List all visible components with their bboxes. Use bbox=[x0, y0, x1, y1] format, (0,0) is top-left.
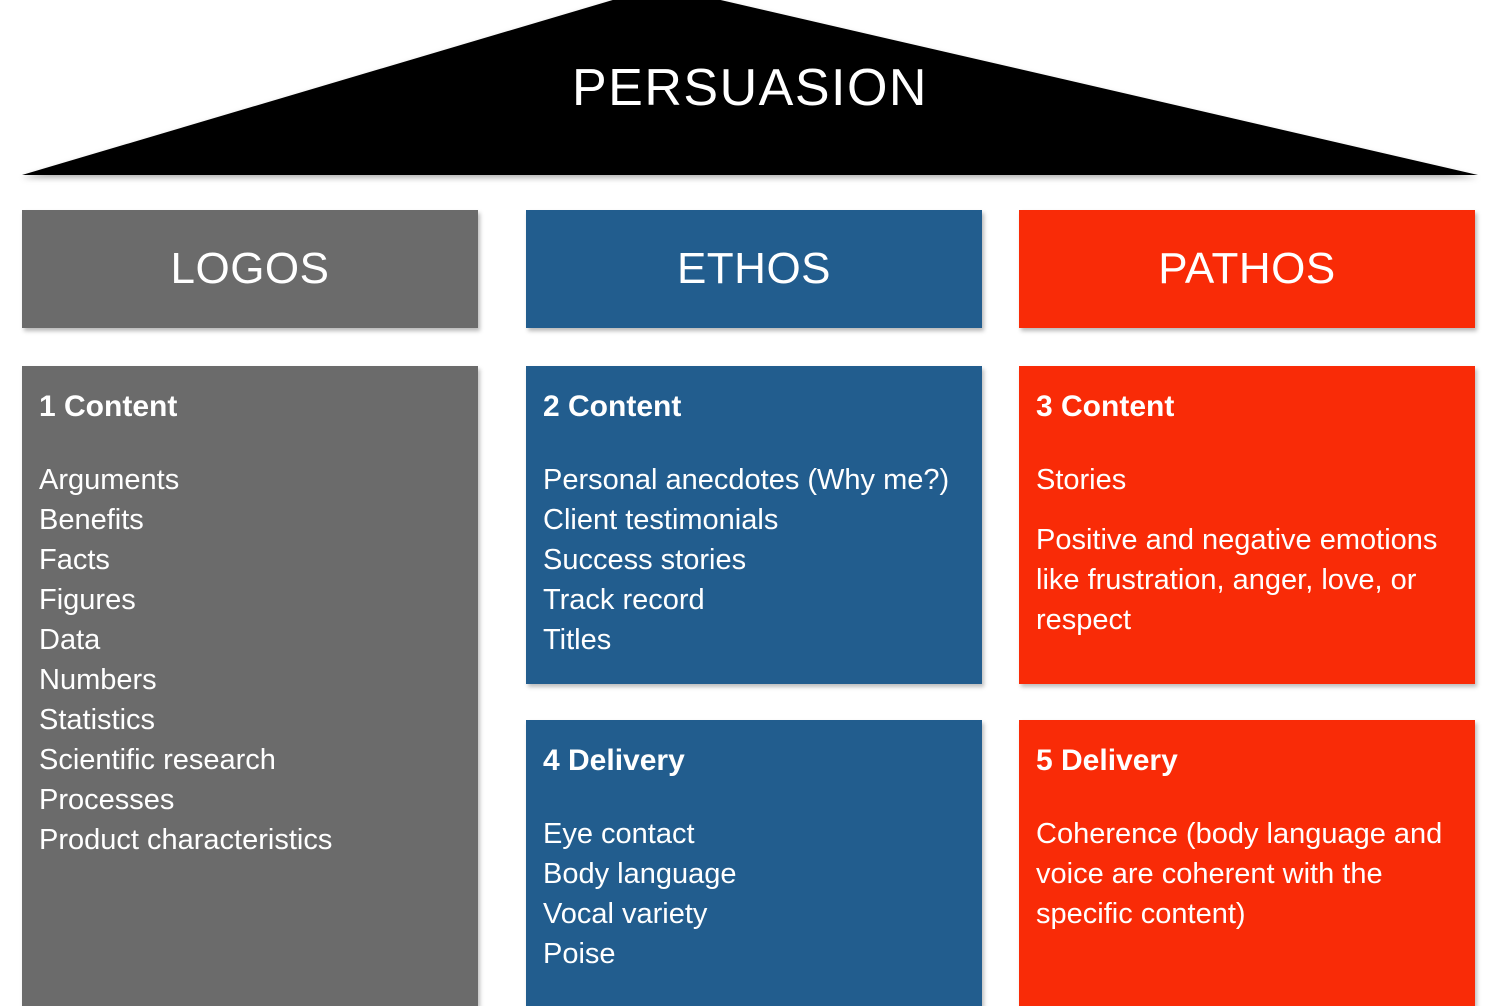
list-logos-content: Arguments Benefits Facts Figures Data Nu… bbox=[39, 460, 461, 860]
header-ethos-label: ETHOS bbox=[676, 244, 832, 293]
column-ethos: ETHOS bbox=[526, 210, 982, 328]
list-item: Figures bbox=[39, 584, 136, 616]
list-item: Body language bbox=[543, 858, 737, 890]
paragraph: Coherence (body language and voice are c… bbox=[1036, 818, 1443, 930]
panel-ethos-delivery[interactable]: 4 Delivery Eye contact Body language Voc… bbox=[526, 720, 982, 1006]
panel-heading-2-content: 2 Content bbox=[543, 390, 682, 423]
list-item: Facts bbox=[39, 544, 110, 576]
list-item: Numbers bbox=[39, 664, 157, 696]
list-item: Titles bbox=[543, 624, 612, 656]
roof-triangle bbox=[0, 0, 1500, 178]
header-pathos-label: PATHOS bbox=[1158, 244, 1336, 293]
panel-logos-content[interactable]: 1 Content Arguments Benefits Facts Figur… bbox=[22, 366, 478, 1006]
list-item: Statistics bbox=[39, 704, 156, 736]
list-item: Data bbox=[39, 624, 101, 656]
list-item: Client testimonials bbox=[543, 504, 779, 536]
list-item: Vocal variety bbox=[543, 898, 708, 930]
header-logos[interactable]: LOGOS bbox=[22, 210, 478, 328]
list-item: Personal anecdotes (Why me?) bbox=[543, 464, 950, 496]
paragraph: Positive and negative emotions like frus… bbox=[1036, 524, 1438, 636]
panel-pathos-delivery[interactable]: 5 Delivery Coherence (body language and … bbox=[1019, 720, 1475, 1006]
page-title: PERSUASION bbox=[572, 59, 928, 117]
panel-heading-4-delivery: 4 Delivery bbox=[543, 744, 685, 777]
column-pathos: PATHOS bbox=[1019, 210, 1475, 328]
header-ethos[interactable]: ETHOS bbox=[526, 210, 982, 328]
list-item: Scientific research bbox=[39, 744, 276, 776]
paragraph: Stories bbox=[1036, 464, 1127, 496]
panel-heading-5-delivery: 5 Delivery bbox=[1036, 744, 1178, 777]
list-item: Eye contact bbox=[543, 818, 695, 850]
list-item: Success stories bbox=[543, 544, 747, 576]
header-pathos[interactable]: PATHOS bbox=[1019, 210, 1475, 328]
list-item: Benefits bbox=[39, 504, 144, 536]
panel-heading-3-content: 3 Content bbox=[1036, 390, 1175, 423]
column-logos: LOGOS bbox=[22, 210, 478, 328]
panel-heading-1-content: 1 Content bbox=[39, 390, 178, 423]
panel-pathos-content[interactable]: 3 Content Stories Positive and negative … bbox=[1019, 366, 1475, 684]
list-ethos-delivery: Eye contact Body language Vocal variety … bbox=[543, 814, 965, 974]
list-item: Poise bbox=[543, 938, 616, 970]
list-item: Processes bbox=[39, 784, 175, 816]
panel-ethos-content[interactable]: 2 Content Personal anecdotes (Why me?) C… bbox=[526, 366, 982, 684]
list-item: Track record bbox=[543, 584, 705, 616]
list-item: Product characteristics bbox=[39, 824, 333, 856]
header-logos-label: LOGOS bbox=[170, 244, 330, 293]
list-ethos-content: Personal anecdotes (Why me?) Client test… bbox=[543, 460, 965, 660]
list-item: Arguments bbox=[39, 464, 180, 496]
